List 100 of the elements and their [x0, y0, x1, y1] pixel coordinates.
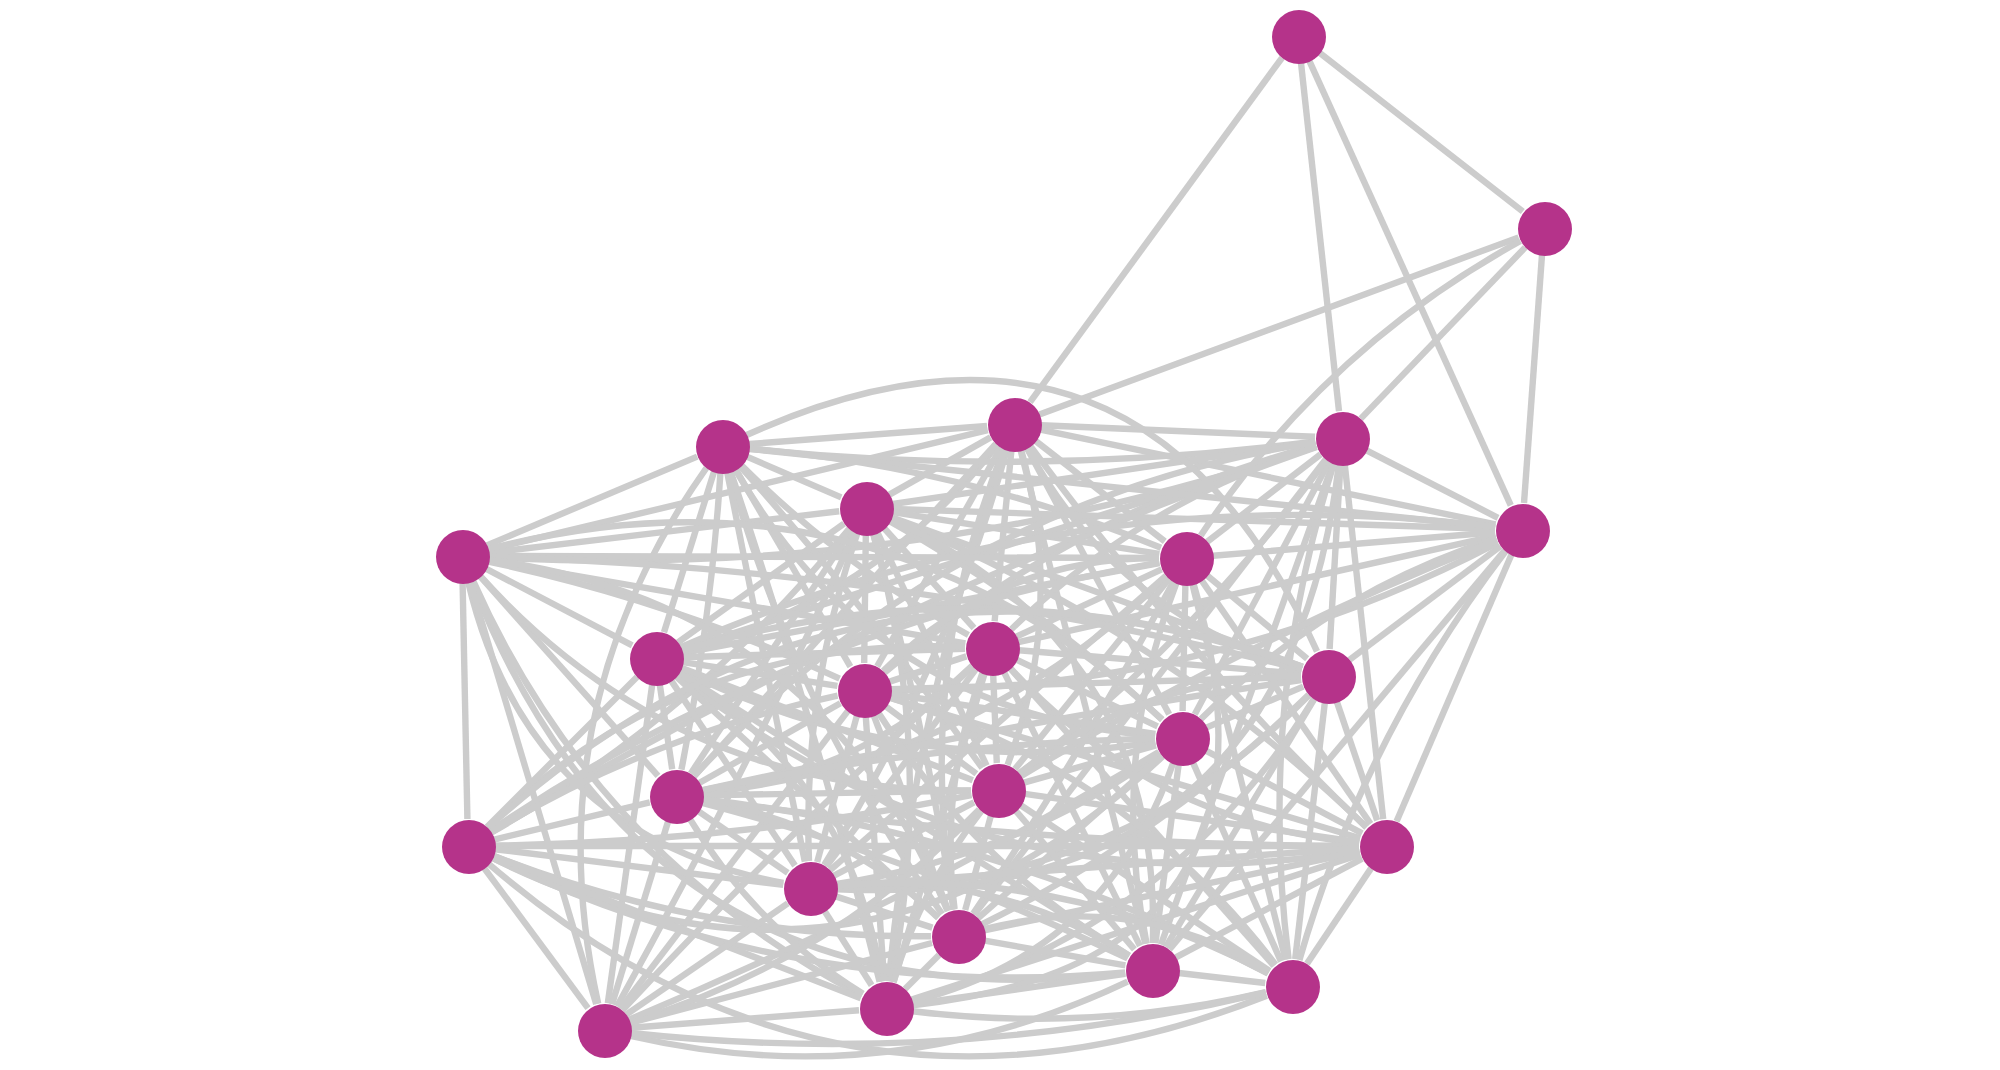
- connector-line: [1163, 697, 1317, 949]
- connector-line: [1198, 578, 1374, 826]
- connector-line: [614, 531, 858, 1008]
- connector-line: [1191, 460, 1333, 716]
- connector-line: [682, 645, 966, 661]
- connector-line: [828, 573, 1168, 873]
- network-node: [1265, 959, 1319, 1013]
- network-node: [695, 419, 749, 473]
- connector-line: [890, 809, 984, 983]
- connector-line: [1333, 700, 1381, 822]
- connector-line: [1130, 582, 1180, 945]
- connector-line: [971, 457, 1329, 917]
- connector-line: [1317, 50, 1525, 214]
- connector-line: [673, 673, 941, 921]
- connector-line: [821, 449, 1010, 867]
- network-node: [783, 861, 837, 915]
- connector-line: [991, 450, 1015, 622]
- connector-line: [832, 799, 976, 879]
- connector-line: [912, 583, 1222, 1009]
- connector-line: [1023, 446, 1173, 716]
- connector-line: [1520, 254, 1546, 504]
- network-node: [1301, 649, 1355, 703]
- connector-line: [668, 678, 798, 868]
- connector-line: [1001, 670, 1143, 948]
- connector-line: [1038, 234, 1520, 418]
- connector-line: [887, 434, 993, 498]
- connector-line: [676, 521, 846, 645]
- connector-line: [1296, 549, 1509, 961]
- connector-line: [1033, 438, 1167, 544]
- connector-line: [910, 851, 1362, 1003]
- connector-line: [870, 533, 914, 983]
- connector-line: [1174, 855, 1364, 961]
- connector-line: [1292, 702, 1328, 960]
- connector-line: [484, 565, 634, 649]
- connector-line: [888, 653, 968, 685]
- connector-line: [874, 446, 1004, 668]
- network-node: [1495, 503, 1549, 557]
- connector-line: [738, 462, 970, 638]
- connector-line: [837, 464, 1342, 893]
- connector-line: [1306, 59, 1514, 507]
- network-node: [987, 397, 1041, 451]
- connector-line: [1341, 464, 1387, 820]
- connector-line: [617, 709, 851, 1011]
- connector-line: [1017, 449, 1149, 945]
- connector-line: [702, 787, 972, 799]
- connector-line: [698, 700, 842, 786]
- connector-line: [696, 808, 790, 876]
- network-node: [441, 819, 495, 873]
- network-node: [1517, 201, 1571, 255]
- connector-line: [1297, 62, 1343, 412]
- network-node: [859, 981, 913, 1035]
- network-node: [1125, 943, 1179, 997]
- connector-line: [870, 714, 952, 912]
- connector-line: [727, 470, 883, 983]
- connector-line: [493, 799, 651, 843]
- connector-line: [656, 684, 676, 770]
- connector-line: [990, 674, 1000, 764]
- connector-line: [745, 377, 1320, 653]
- connector-line: [1204, 572, 1310, 662]
- connector-line: [1347, 543, 1503, 663]
- network-node: [837, 663, 891, 717]
- connector-line: [1007, 666, 1277, 968]
- connector-line: [682, 659, 838, 689]
- connector-line: [1205, 451, 1323, 545]
- connector-line: [970, 580, 1177, 916]
- connector-line: [984, 937, 1126, 969]
- connector-line: [745, 453, 843, 501]
- connector-line: [484, 674, 640, 830]
- connector-line: [1017, 532, 1497, 646]
- connector-line: [577, 466, 710, 1005]
- connector-line: [627, 749, 1161, 1023]
- connector-line: [805, 532, 861, 862]
- connector-line: [624, 900, 790, 1018]
- connector-line: [608, 820, 672, 1006]
- connector-line: [881, 525, 977, 631]
- connector-line: [892, 509, 1160, 557]
- connector-line: [492, 852, 862, 1002]
- connector-line: [1179, 584, 1189, 712]
- connector-line: [1024, 790, 1360, 846]
- network-node: [1271, 9, 1325, 63]
- network-node: [1315, 411, 1369, 465]
- connector-line: [490, 754, 1165, 933]
- connector-line: [1012, 577, 1172, 771]
- connector-line: [823, 667, 979, 869]
- connector-line: [701, 799, 1129, 962]
- connector-line: [890, 673, 988, 983]
- connector-line: [1393, 553, 1515, 823]
- connector-line: [630, 1007, 860, 1031]
- connector-line: [737, 464, 985, 770]
- connector-line: [1027, 55, 1285, 405]
- connector-line: [494, 846, 784, 888]
- connector-line: [1013, 808, 1137, 952]
- connector-line: [1023, 742, 1157, 786]
- connector-line: [1152, 764, 1182, 944]
- connector-line: [912, 989, 1267, 1022]
- connector-line: [489, 526, 852, 836]
- connector-line: [630, 989, 1267, 1048]
- connector-line: [874, 531, 990, 767]
- connector-line: [1204, 747, 1364, 837]
- network-node: [577, 1003, 631, 1057]
